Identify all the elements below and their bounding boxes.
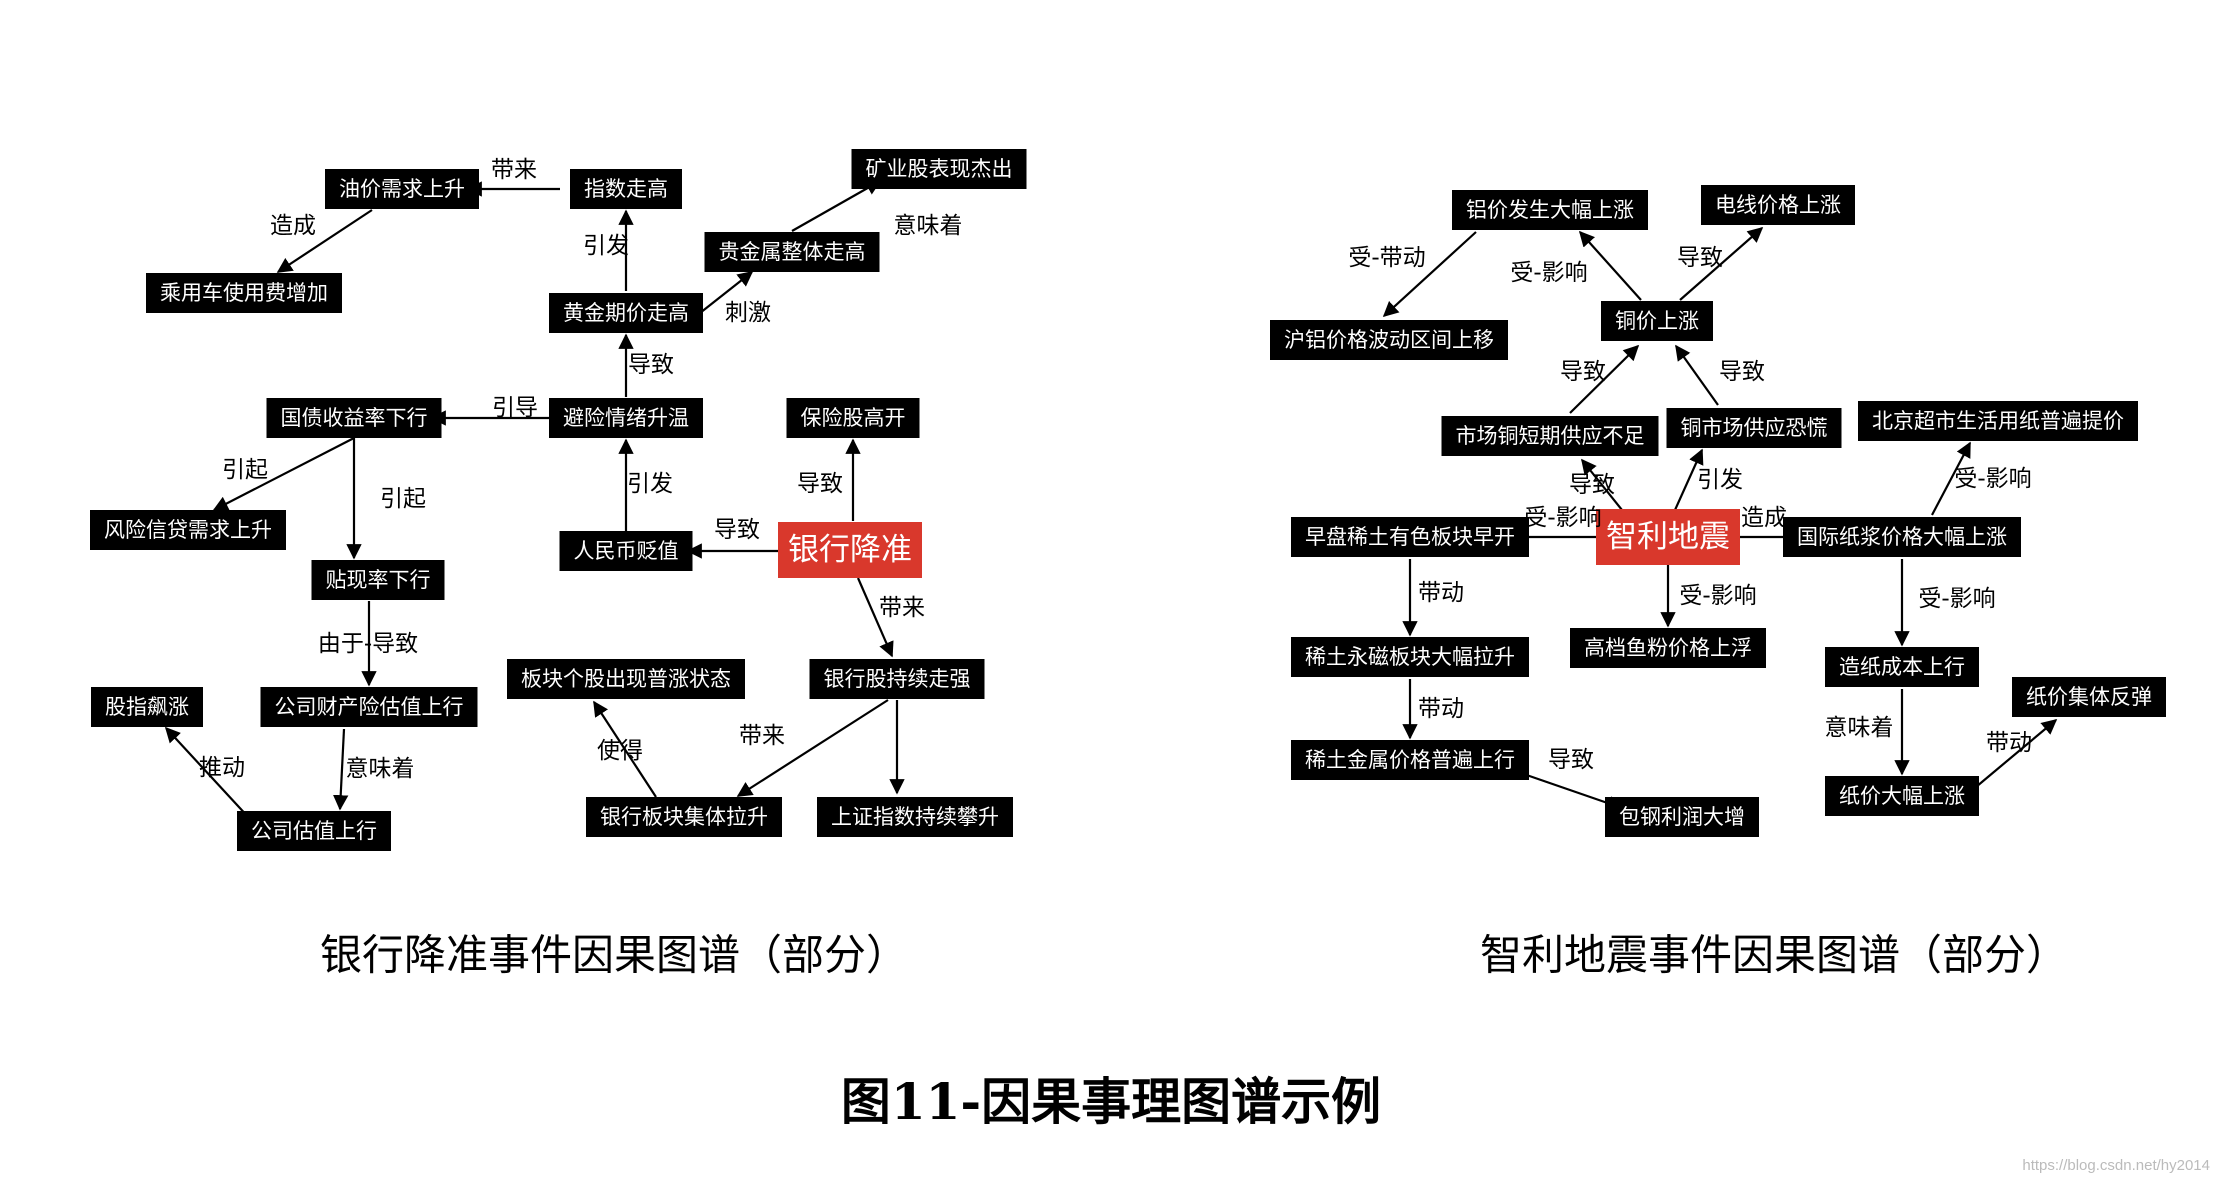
node-rare-earth-magnet: 稀土永磁板块大幅拉升 <box>1291 637 1529 677</box>
edge-arrow <box>736 699 889 797</box>
edge-label: 导致 <box>1560 359 1606 385</box>
edge-label: 导致 <box>1548 747 1594 773</box>
node-paper-rebound: 纸价集体反弹 <box>2012 677 2166 717</box>
edge-label: 带动 <box>1986 730 2032 756</box>
node-asset-valuation: 公司财产险估值上行 <box>260 687 478 727</box>
edge-arrow <box>1569 344 1640 414</box>
node-mining-stocks: 矿业股表现杰出 <box>851 149 1027 189</box>
edge-label: 受-影响 <box>1510 260 1588 286</box>
edge-arrow <box>333 728 349 811</box>
edge-arrow <box>212 437 355 511</box>
edge-label: 刺激 <box>725 300 771 326</box>
node-copper-panic: 铜市场供应恐慌 <box>1666 408 1842 448</box>
node-bond-yield: 国债收益率下行 <box>266 398 442 438</box>
edge-arrow <box>164 726 251 820</box>
node-early-rare-earth: 早盘稀土有色板块早开 <box>1291 517 1529 557</box>
edge-label: 导致 <box>1677 245 1723 271</box>
node-rmb-depreciation: 人民币贬值 <box>559 531 693 571</box>
edge-label: 带来 <box>879 595 925 621</box>
node-chile-earthquake: 智利地震 <box>1596 509 1740 565</box>
edge-label: 导致 <box>1569 472 1615 498</box>
node-gold-futures: 黄金期价走高 <box>549 293 703 333</box>
edge-arrow <box>1931 441 1971 516</box>
node-oil-demand: 油价需求上升 <box>325 169 479 209</box>
edge-label: 受-带动 <box>1348 245 1426 271</box>
edge-label: 带动 <box>1418 580 1464 606</box>
edge-label: 引起 <box>380 486 426 512</box>
edge-label: 引发 <box>627 471 673 497</box>
node-paper-price: 纸价大幅上涨 <box>1825 776 1979 816</box>
edge-arrow <box>791 180 882 232</box>
node-pulp-price: 国际纸浆价格大幅上涨 <box>1783 517 2021 557</box>
edge-label: 受-影响 <box>1954 466 2032 492</box>
edge-arrow <box>1382 231 1477 318</box>
edge-label: 受-影响 <box>1679 583 1757 609</box>
node-wire-price: 电线价格上涨 <box>1701 185 1855 225</box>
node-index-rise: 指数走高 <box>570 169 682 209</box>
node-company-valuation: 公司估值上行 <box>237 811 391 851</box>
node-bank-sector: 银行板块集体拉升 <box>586 797 782 837</box>
edge-arrow <box>276 209 373 273</box>
edge-label: 引导 <box>492 395 538 421</box>
edge-arrow <box>699 271 754 314</box>
edge-label: 受-影响 <box>1918 586 1996 612</box>
edge-label: 导致 <box>1719 359 1765 385</box>
node-hedge-sentiment: 避险情绪升温 <box>549 398 703 438</box>
edge-arrow <box>1511 768 1624 811</box>
edge-label: 导致 <box>797 471 843 497</box>
node-insurance-stocks: 保险股高开 <box>786 398 920 438</box>
edge-label: 受-影响 <box>1524 505 1602 531</box>
edge-label: 引起 <box>222 457 268 483</box>
node-discount-rate: 贴现率下行 <box>311 560 445 600</box>
edge-arrow <box>1679 226 1764 301</box>
edge-arrow <box>1578 230 1642 301</box>
edge-label: 造成 <box>1741 505 1787 531</box>
node-aluminum-up: 铝价发生大幅上涨 <box>1452 190 1648 230</box>
edge-label: 带来 <box>739 723 785 749</box>
edge-label: 使得 <box>597 738 643 764</box>
node-baogang-profit: 包钢利润大增 <box>1605 797 1759 837</box>
node-bank-stocks: 银行股持续走强 <box>809 659 985 699</box>
edge-label: 导致 <box>628 352 674 378</box>
node-sector-rise: 板块个股出现普涨状态 <box>507 659 745 699</box>
node-copper-up: 铜价上涨 <box>1601 301 1713 341</box>
edge-label: 带动 <box>1418 696 1464 722</box>
edge-arrow <box>1673 448 1704 511</box>
node-market-copper-short: 市场铜短期供应不足 <box>1441 416 1659 456</box>
node-precious-metals: 贵金属整体走高 <box>704 232 880 272</box>
watermark-url: https://blog.csdn.net/hy2014 <box>2022 1157 2210 1174</box>
edge-label: 意味着 <box>345 756 415 782</box>
edge-label: 引发 <box>1697 467 1743 493</box>
edge-arrow <box>856 577 894 658</box>
edge-arrow <box>1969 719 2058 793</box>
edge-arrow <box>593 700 657 798</box>
node-risk-credit: 风险信贷需求上升 <box>90 510 286 550</box>
right-graph-caption: 智利地震事件因果图谱（部分） <box>1479 930 2069 980</box>
node-shanghai-aluminum: 沪铝价格波动区间上移 <box>1270 320 1508 360</box>
edge-label: 由于-导致 <box>317 631 419 657</box>
edge-label: 造成 <box>270 213 316 239</box>
edge-label: 意味着 <box>1824 715 1894 741</box>
left-graph-caption: 银行降准事件因果图谱（部分） <box>319 930 909 980</box>
edge-arrow <box>1581 458 1623 511</box>
node-rare-earth-metal: 稀土金属价格普遍上行 <box>1291 740 1529 780</box>
node-car-cost: 乘用车使用费增加 <box>146 273 342 313</box>
node-bank-rrr-cut: 银行降准 <box>778 522 922 578</box>
edge-label: 导致 <box>714 517 760 543</box>
figure-title: 图11-因果事理图谱示例 <box>840 1072 1382 1131</box>
edge-label: 带来 <box>491 157 537 183</box>
node-sse-index: 上证指数持续攀升 <box>817 797 1013 837</box>
node-beijing-paper: 北京超市生活用纸普遍提价 <box>1858 401 2138 441</box>
edge-label: 推动 <box>199 755 245 781</box>
edge-label: 意味着 <box>893 213 963 239</box>
node-paper-cost: 造纸成本上行 <box>1825 647 1979 687</box>
edge-label: 引发 <box>583 233 629 259</box>
edge-arrow <box>1675 344 1719 406</box>
node-fishmeal-price: 高档鱼粉价格上浮 <box>1570 628 1766 668</box>
node-stock-index-surge: 股指飙涨 <box>91 687 203 727</box>
